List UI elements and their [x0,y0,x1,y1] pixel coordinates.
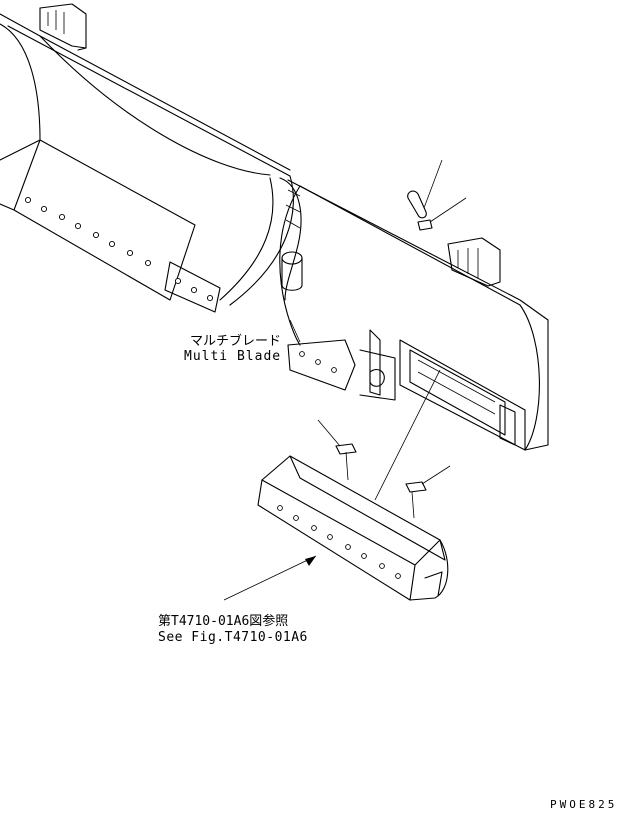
cutting-edge-assembly [257,369,451,601]
multi-blade-label-jp: マルチブレード [190,333,281,349]
right-blade [279,179,549,451]
leader-lines [223,319,317,601]
center-hinge [279,177,303,301]
drawing-code: PWOE825 [550,798,617,811]
left-blade-bolt-holes [24,196,214,302]
cutting-edge-bolt-holes [277,505,401,579]
bolt-and-washer [407,159,467,231]
see-figure-label-jp: 第T4710-01A6図参照 [158,613,288,629]
left-blade [0,3,294,313]
reference-arrow [305,556,316,566]
see-figure-label-en: See Fig.T4710-01A6 [158,630,308,645]
multi-blade-label-en: Multi Blade [184,349,281,364]
